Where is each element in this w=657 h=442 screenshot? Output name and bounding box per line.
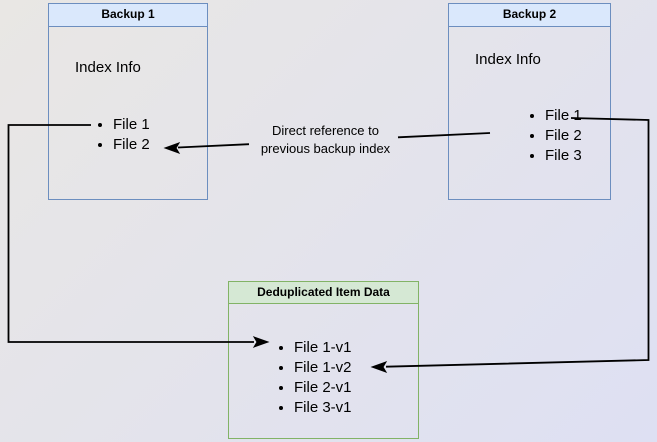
list-item: File 2 — [545, 126, 582, 146]
edge-label[interactable]: Direct reference to previous backup inde… — [233, 122, 418, 158]
list-item: File 1 — [545, 106, 582, 126]
list-item: File 3-v1 — [294, 398, 352, 418]
list-item: File 3 — [545, 146, 582, 166]
backup1-node[interactable]: Backup 1 Index Info File 1 File 2 — [48, 3, 208, 200]
backup2-file-list: File 1 File 2 File 3 — [528, 106, 582, 166]
backup1-file-list: File 1 File 2 — [96, 115, 150, 155]
list-item: File 2-v1 — [294, 378, 352, 398]
list-item: File 2 — [113, 135, 150, 155]
dedup-title: Deduplicated Item Data — [229, 282, 418, 304]
backup1-title: Backup 1 — [49, 4, 207, 27]
list-item: File 1-v2 — [294, 358, 352, 378]
backup2-title: Backup 2 — [449, 4, 610, 27]
backup2-node[interactable]: Backup 2 Index Info File 1 File 2 File 3 — [448, 3, 611, 200]
dedup-item-list: File 1-v1 File 1-v2 File 2-v1 File 3-v1 — [277, 338, 352, 418]
list-item: File 1 — [113, 115, 150, 135]
deduplicated-item-data-node[interactable]: Deduplicated Item Data File 1-v1 File 1-… — [228, 281, 419, 439]
edge-label-line2: previous backup index — [260, 141, 391, 156]
edge-label-line1: Direct reference to — [272, 123, 379, 138]
backup1-index-info-label: Index Info — [75, 59, 141, 76]
list-item: File 1-v1 — [294, 338, 352, 358]
backup2-index-info-label: Index Info — [475, 51, 541, 68]
